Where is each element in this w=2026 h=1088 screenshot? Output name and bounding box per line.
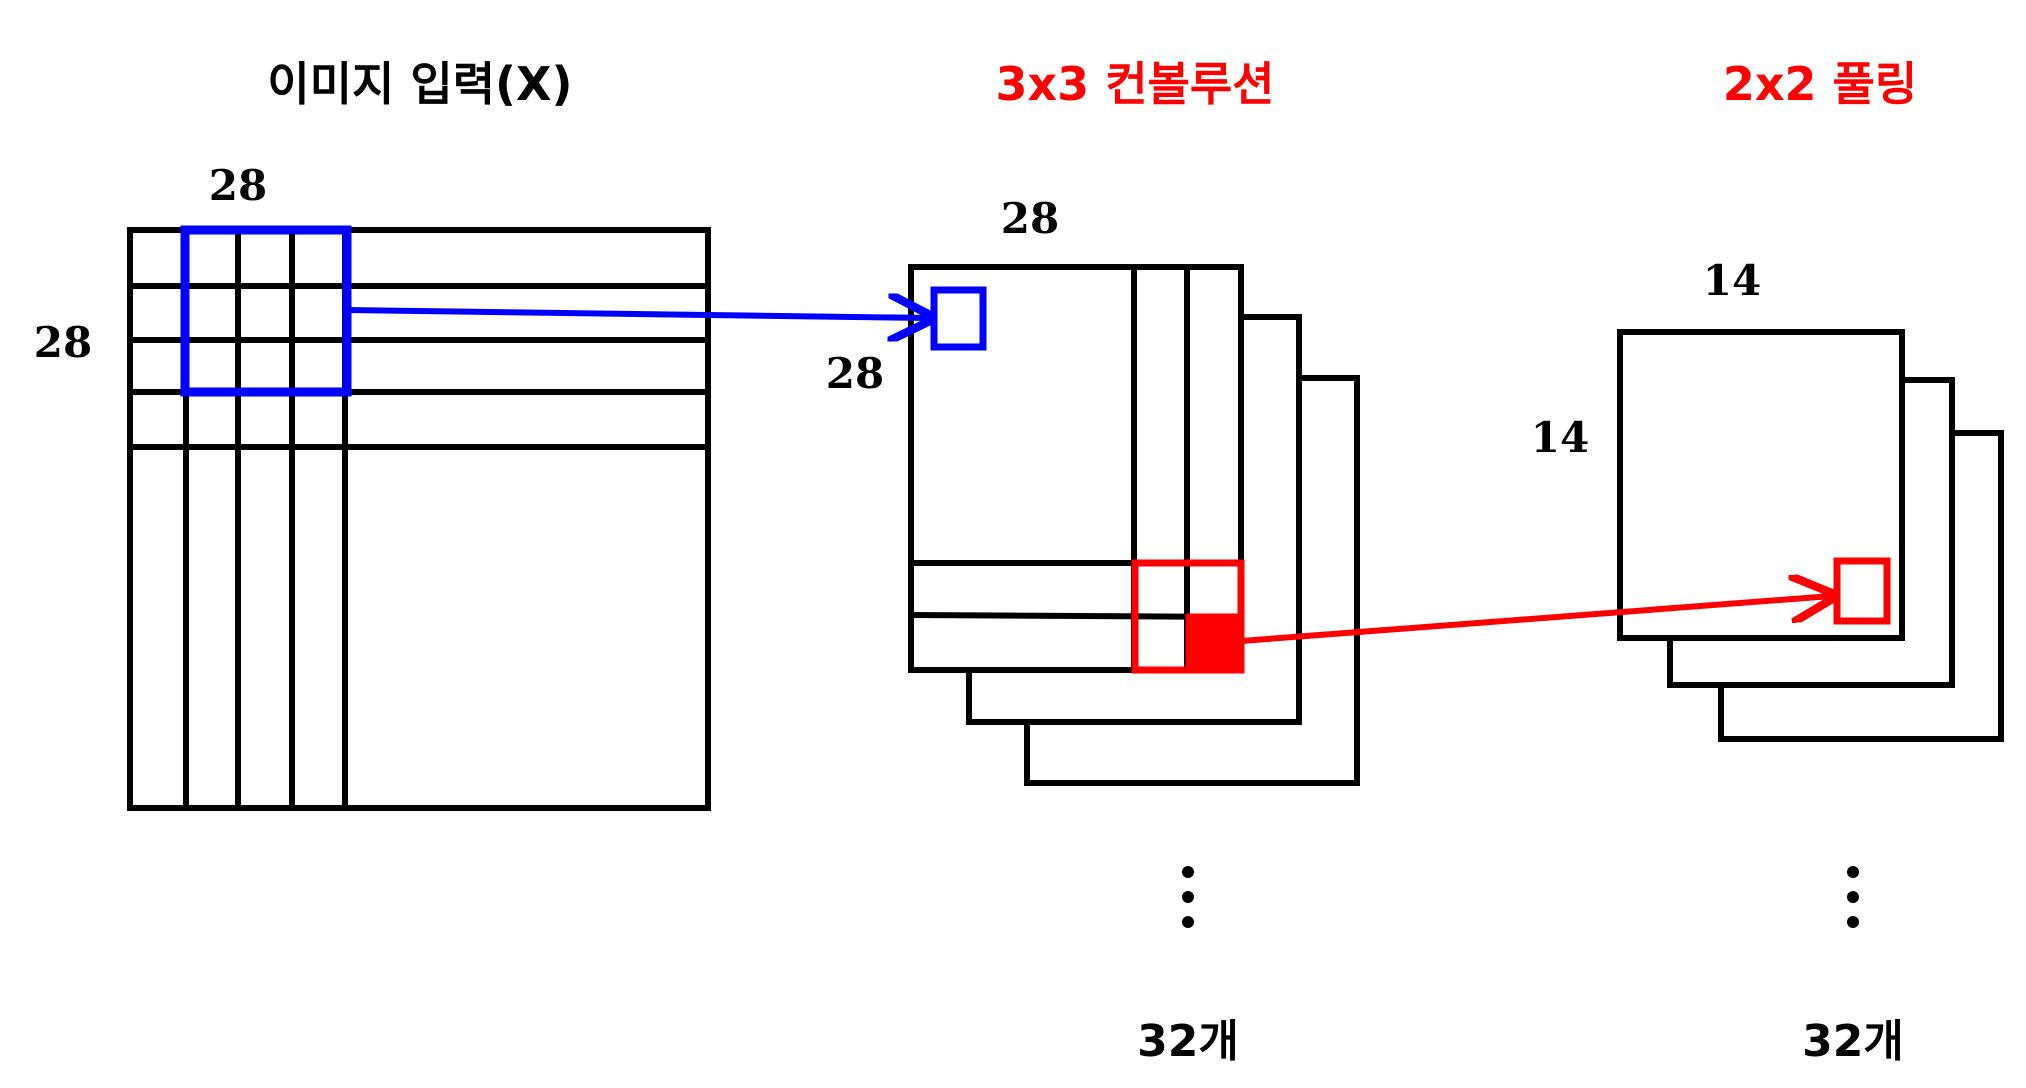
pool-ellipsis [1847, 866, 1859, 928]
ellipsis-dot [1182, 891, 1194, 903]
input-title: 이미지 입력(X) [267, 57, 572, 111]
pooling-arrow [1240, 596, 1832, 644]
conv-height-label: 28 [826, 349, 884, 398]
ellipsis-dot [1182, 916, 1194, 928]
ellipsis-dot [1847, 866, 1859, 878]
input-height-label: 28 [34, 318, 92, 367]
input-image-frame [127, 227, 711, 811]
conv-feature-map-front [908, 264, 1244, 673]
conv-ellipsis [1182, 866, 1194, 928]
conv-feature-map-stack [908, 264, 1360, 786]
ellipsis-dot [1847, 891, 1859, 903]
pool-title: 2x2 풀링 [1723, 57, 1917, 111]
conv-title: 3x3 컨볼루션 [996, 57, 1275, 111]
convolution-arrow [346, 310, 930, 318]
pool-height-label: 14 [1531, 413, 1589, 462]
input-image-grid [127, 225, 711, 811]
pool-feature-map-stack [1617, 329, 2004, 742]
ellipsis-dot [1847, 916, 1859, 928]
pool-width-label: 14 [1703, 256, 1761, 305]
pool-count-label: 32개 [1802, 1016, 1904, 1067]
pooled-max-cell [1185, 613, 1243, 672]
ellipsis-dot [1182, 866, 1194, 878]
pool-feature-map-front [1617, 329, 1905, 641]
conv-count-label: 32개 [1137, 1016, 1239, 1067]
conv-width-label: 28 [1001, 194, 1059, 243]
input-width-label: 28 [209, 161, 267, 210]
